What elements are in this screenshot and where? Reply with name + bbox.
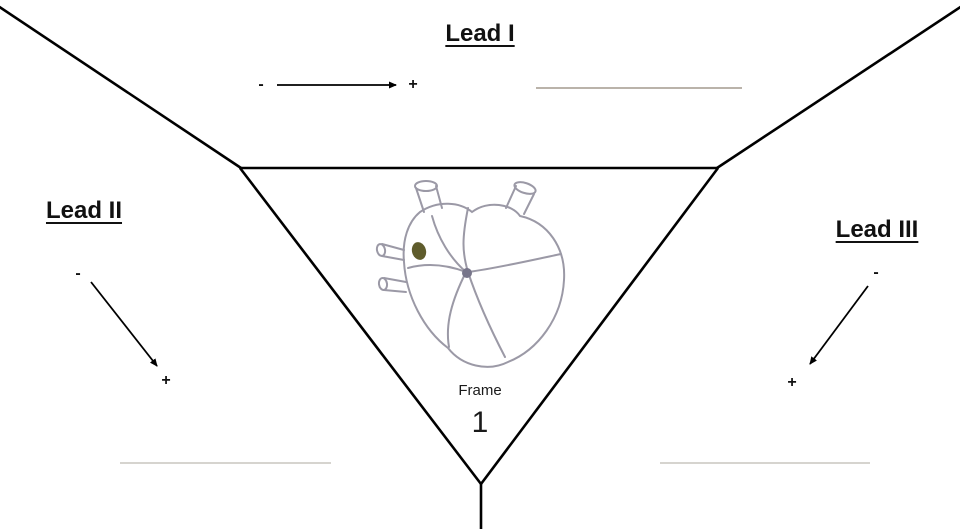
triangle-left-edge: [238, 167, 483, 485]
lead-i-plus-sign: +: [408, 76, 418, 93]
vein-stub-1: [381, 243, 405, 261]
chamber-line-left: [407, 264, 467, 273]
frame-label: Frame: [458, 382, 502, 399]
lead-ii-minus-sign: -: [75, 265, 81, 282]
av-node-dot: [462, 268, 472, 278]
lead-ii-label: Lead II: [45, 197, 123, 224]
triangle-right-edge: [479, 167, 720, 485]
frame-number: 1: [471, 406, 489, 439]
pulmonary-opening: [513, 181, 537, 195]
sa-node-dot: [411, 242, 427, 260]
lead-ii-plus-sign: +: [161, 372, 171, 389]
lead-iii-label: Lead III: [835, 216, 919, 243]
pulmonary-tube-right: [523, 193, 535, 215]
lead-iii-minus-sign: -: [873, 264, 879, 281]
lead-i-minus-sign: -: [258, 76, 264, 93]
vein-stub-1-opening: [375, 243, 387, 257]
septum-line: [462, 207, 506, 358]
lead-iii-arrow: [809, 285, 869, 365]
top-left-corner-line: [0, 5, 242, 170]
aorta-tube: [415, 187, 425, 213]
heart-illustration: [375, 180, 566, 368]
lead-iii-plus-sign: +: [787, 374, 797, 391]
vein-stub-2-opening: [377, 277, 389, 291]
aorta-opening: [414, 180, 438, 192]
lead-i-label: Lead I: [445, 20, 515, 47]
vein-stub-2: [383, 277, 407, 293]
pulmonary-tube: [505, 185, 517, 209]
lead-ii-arrow: [90, 281, 158, 367]
chamber-line-upper: [431, 215, 467, 273]
chamber-line-lower: [446, 271, 467, 348]
heart-outline: [402, 202, 566, 368]
chamber-line-right: [467, 253, 562, 273]
top-right-corner-line: [716, 5, 960, 170]
